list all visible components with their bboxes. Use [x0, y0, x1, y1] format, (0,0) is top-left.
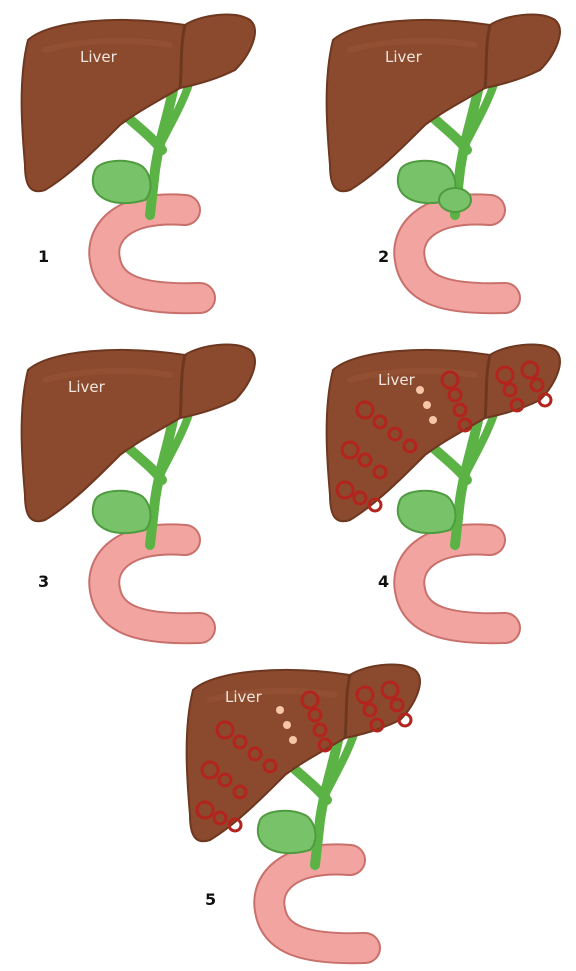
panel-3: Liver 3 — [22, 345, 255, 629]
cyst-pale — [283, 721, 291, 729]
cyst-pale — [416, 386, 424, 394]
liver-label: Liver — [80, 48, 118, 66]
panel-number: 1 — [38, 247, 49, 266]
dilated-duct-segment — [439, 188, 471, 212]
panel-number: 5 — [205, 890, 216, 909]
cyst-pale — [429, 416, 437, 424]
liver-biliary-illustration — [327, 15, 560, 299]
panel-number: 2 — [378, 247, 389, 266]
panel-number: 3 — [38, 572, 49, 591]
liver-biliary-illustration — [22, 345, 255, 629]
liver-biliary-illustration — [22, 15, 255, 299]
liver-label: Liver — [378, 371, 416, 389]
liver-label: Liver — [225, 688, 263, 706]
liver-biliary-illustration — [327, 345, 560, 629]
cyst-pale — [289, 736, 297, 744]
panel-1: Liver 1 — [22, 15, 255, 299]
panel-5: Liver 5 — [187, 665, 420, 949]
liver-biliary-illustration — [187, 665, 420, 949]
cyst-pale — [276, 706, 284, 714]
cyst-pale — [423, 401, 431, 409]
panel-number: 4 — [378, 572, 389, 591]
liver-label: Liver — [68, 378, 106, 396]
liver-label: Liver — [385, 48, 423, 66]
panel-4: Liver 4 — [327, 345, 560, 629]
panel-2: Liver 2 — [327, 15, 560, 299]
